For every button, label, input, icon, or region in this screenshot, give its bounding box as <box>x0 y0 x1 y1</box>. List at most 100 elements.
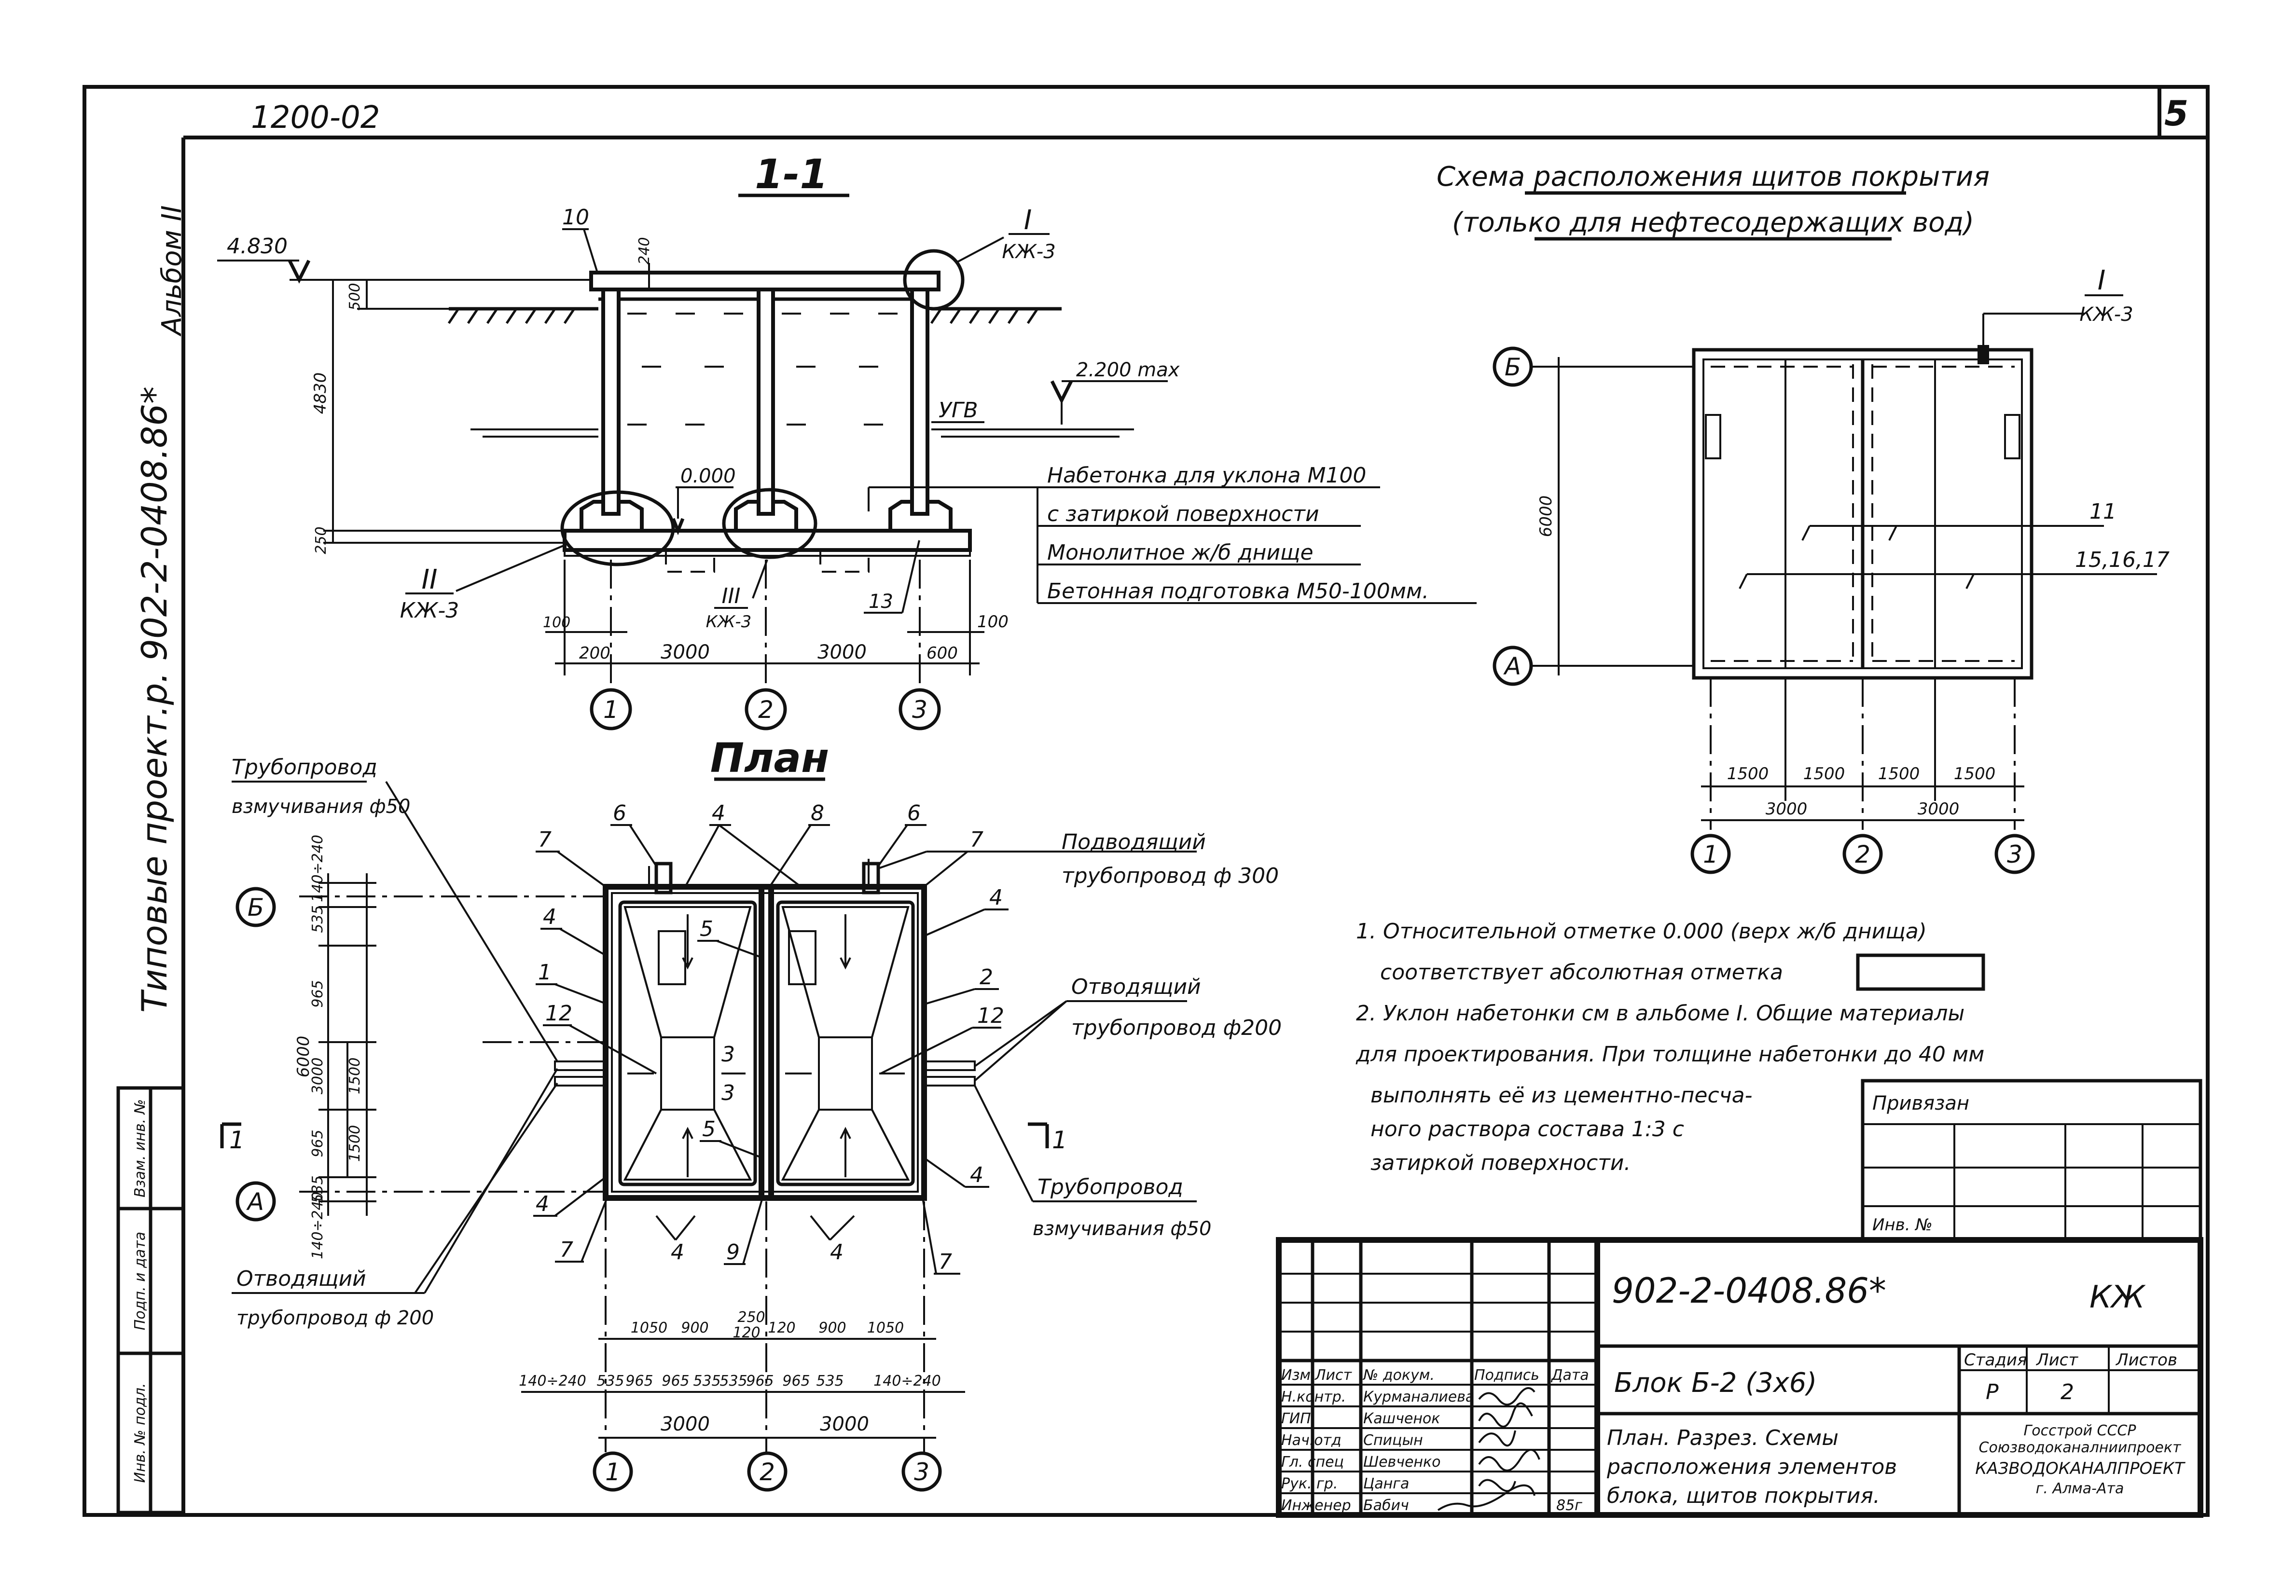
tb-head-izm: Изм <box>1281 1367 1311 1384</box>
plan-marker-12b: 12 <box>977 1004 1004 1028</box>
plan-marker-4a: 4 <box>712 801 725 826</box>
plan-outlet-right-2: трубопровод ф200 <box>1071 1016 1282 1040</box>
plan-marker-5a: 5 <box>700 917 713 941</box>
plan-marker-4c: 4 <box>989 885 1003 910</box>
note-1a: 1. Относительной отметке 0.000 (верх ж/б… <box>1356 919 1927 944</box>
album-label: Альбом II <box>156 206 188 337</box>
plan-hdim-bot-3: 965 <box>625 1373 653 1390</box>
cover-axis-1: 1 <box>1703 840 1718 868</box>
plan-hdim-top-4: 120 <box>733 1324 760 1341</box>
plan-section-mark-2: 1 <box>1052 1126 1067 1154</box>
plan-hdim-bot-10: 140÷240 <box>873 1373 941 1390</box>
plan-vdim-j: 140÷240 <box>309 1192 326 1259</box>
plan-marker-4e: 4 <box>536 1192 549 1216</box>
dim-100-right: 100 <box>977 612 1009 632</box>
cover-axis-2: 2 <box>1855 840 1870 868</box>
tb-role-5: Рук. гр. <box>1281 1475 1338 1492</box>
cover-dim-1500-4: 1500 <box>1954 764 1996 784</box>
tb-name-1: Курманалиева <box>1363 1389 1474 1405</box>
plan-hdim-top-3: 250 <box>737 1309 765 1326</box>
plan-marker-2: 2 <box>980 965 993 990</box>
tb-name-5: Цанга <box>1363 1475 1409 1492</box>
plan-marker-9: 9 <box>726 1240 740 1265</box>
plan-marker-6b: 6 <box>907 801 921 826</box>
tb-desc-1: План. Разрез. Схемы <box>1607 1426 1839 1450</box>
plan-marker-7d: 7 <box>939 1250 952 1274</box>
tb-name-4: Шевченко <box>1363 1454 1441 1471</box>
cover-axis-3: 3 <box>2007 840 2022 868</box>
plan-hdim-3000-b: 3000 <box>820 1413 869 1435</box>
section-1-1: 1-1 <box>217 151 1477 730</box>
note-2e: затиркой поверхности. <box>1370 1151 1631 1175</box>
plan-marker-4g: 4 <box>830 1240 844 1265</box>
title-block <box>1276 1237 2203 1518</box>
node-I-label: I <box>1024 205 1032 236</box>
plan-vdim-g: 965 <box>309 1129 326 1157</box>
cover-dim-1500-3: 1500 <box>1878 764 1920 784</box>
section-axis-2: 2 <box>758 696 774 724</box>
dim-500: 500 <box>346 283 363 310</box>
plan-marker-1: 1 <box>538 960 552 985</box>
node-III-label: III <box>722 584 741 608</box>
tb-desc-3: блока, щитов покрытия. <box>1607 1484 1880 1508</box>
dim-4830: 4830 <box>311 372 330 414</box>
plan-marker-4b: 4 <box>543 905 556 929</box>
tb-head-date: Дата <box>1550 1367 1589 1384</box>
plan-marker-4d: 4 <box>970 1163 983 1187</box>
plan-marker-6a: 6 <box>613 801 626 826</box>
tb-name-3: Спицын <box>1363 1432 1423 1449</box>
section-axis-1: 1 <box>603 696 619 724</box>
tb-role-3: Нач.отд <box>1281 1432 1342 1449</box>
dim-240: 240 <box>636 237 653 264</box>
plan-flush-bottom-1: Трубопровод <box>1037 1175 1183 1199</box>
dim-200: 200 <box>579 644 610 663</box>
left-strip-table <box>116 1086 185 1514</box>
plan-hdim-bot-4: 965 <box>662 1373 689 1390</box>
layer-1: Набетонка для уклона М100 <box>1047 463 1366 488</box>
notes: 1. Относительной отметке 0.000 (верх ж/б… <box>1355 919 1985 1175</box>
plan-marker-8: 8 <box>811 801 824 826</box>
cover-node-I: I <box>2098 265 2106 296</box>
plan-flush-top-1: Трубопровод <box>232 755 377 780</box>
zero-level: 0.000 <box>680 465 736 487</box>
cover-title-2: (только для нефтесодержащих вод) <box>1452 207 1974 238</box>
tb-sheets-h: Листов <box>2115 1350 2177 1370</box>
cover-node-I-ref: КЖ-3 <box>2079 303 2133 326</box>
plan-marker-12a: 12 <box>545 1001 572 1026</box>
cover-dim-1500-2: 1500 <box>1803 764 1845 784</box>
gw-level: 2.200 max <box>1076 359 1180 381</box>
plan-marker-7a: 7 <box>538 827 552 852</box>
ground-left <box>447 307 598 324</box>
section-axis-3: 3 <box>912 696 927 724</box>
layer-2: с затиркой поверхности <box>1047 502 1319 526</box>
plan-supply-2: трубопровод ф 300 <box>1062 864 1279 888</box>
plan-hdim-3000-a: 3000 <box>661 1413 710 1435</box>
cover-dim-1500-1: 1500 <box>1727 764 1769 784</box>
plan-axis-A: А <box>246 1188 264 1216</box>
plan-axis-1: 1 <box>605 1458 621 1486</box>
plan-flush-top-2: взмучивания ф50 <box>232 796 410 818</box>
tb-role-2: ГИП <box>1281 1410 1311 1427</box>
tb-head-doc: № докум. <box>1362 1367 1435 1384</box>
binding-box: Привязан Инв. № <box>1861 1079 2202 1242</box>
tb-stage-h: Стадия <box>1964 1350 2027 1370</box>
tb-org-2: Союзводоканалниипроект <box>1979 1439 2182 1456</box>
plan-vdim-i: 535 <box>309 1175 326 1203</box>
tb-head-sign: Подпись <box>1474 1367 1539 1384</box>
plan-vdim-h: 1500 <box>346 1125 363 1162</box>
left-strip-cell-2: Подп. и дата <box>132 1232 149 1330</box>
page-number: 5 <box>2164 93 2188 134</box>
plan-hdim-bot-7: 965 <box>746 1373 774 1390</box>
plan-hdim-bot-5: 535 <box>693 1373 720 1390</box>
cover-scheme: Схема расположения щитов покрытия (тольк… <box>1437 161 2170 874</box>
cover-title-1: Схема расположения щитов покрытия <box>1437 161 1990 193</box>
plan-marker-3a: 3 <box>721 1042 735 1067</box>
plan-hdim-top-5: 120 <box>768 1320 795 1336</box>
plan-hdim-top-1: 1050 <box>631 1320 667 1336</box>
plan-hdim-bot-1: 140÷240 <box>519 1373 586 1390</box>
plan-marker-4f: 4 <box>671 1240 684 1265</box>
plan-hdim-bot-6: 535 <box>719 1373 747 1390</box>
note-2a: 2. Уклон набетонки см в альбоме I. Общие… <box>1356 1001 1964 1026</box>
plan-axis-B: Б <box>248 894 264 922</box>
tb-sheet-h: Лист <box>2035 1350 2078 1370</box>
